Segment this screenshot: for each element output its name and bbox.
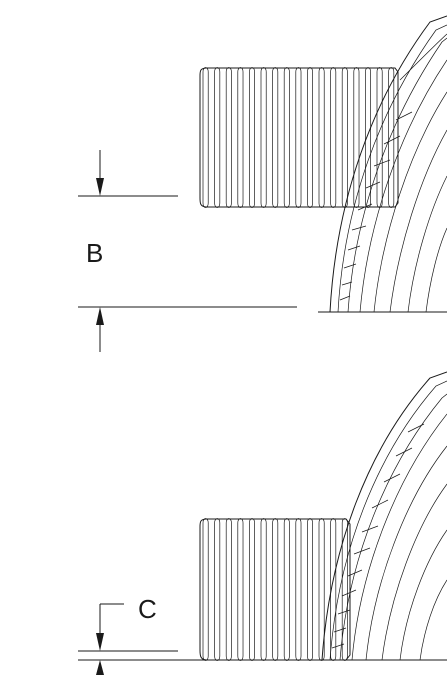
pipe-rib bbox=[214, 67, 221, 208]
pipe-rib bbox=[330, 67, 337, 208]
bottom-view: C bbox=[78, 371, 447, 675]
dimension-b-arrow-upper-head bbox=[96, 178, 104, 196]
dimension-b: B bbox=[78, 150, 297, 352]
chamber-dome-bottom bbox=[312, 371, 447, 661]
dimension-c-arrow-lower-head bbox=[96, 660, 104, 675]
pipe-rib bbox=[295, 67, 302, 208]
pipe-rib bbox=[202, 67, 209, 208]
pipe-rib bbox=[225, 67, 232, 208]
pipe-rib bbox=[388, 67, 395, 208]
pipe-rib bbox=[365, 67, 371, 208]
chamber-dome-top bbox=[318, 15, 447, 313]
corrugated-pipe-bottom bbox=[199, 518, 351, 661]
pipe-rib bbox=[307, 518, 313, 661]
pipe-rib bbox=[341, 67, 348, 208]
corrugated-pipe-top bbox=[199, 67, 399, 208]
pipe-rib bbox=[214, 518, 221, 661]
pipe-rib bbox=[272, 518, 279, 661]
pipe-rib bbox=[283, 518, 290, 661]
pipe-rib bbox=[330, 518, 337, 661]
dimension-b-arrow-lower-head bbox=[96, 307, 104, 325]
pipe-rib bbox=[225, 518, 232, 661]
pipe-rib bbox=[318, 67, 325, 208]
pipe-rib bbox=[295, 518, 302, 661]
pipe-rib bbox=[283, 67, 290, 208]
pipe-rib bbox=[341, 518, 348, 661]
pipe-rib bbox=[272, 67, 279, 208]
pipe-rib bbox=[249, 67, 255, 208]
pipe-rib bbox=[237, 67, 244, 208]
dimension-b-label: B bbox=[86, 238, 103, 268]
pipe-rib bbox=[376, 67, 383, 208]
dimension-c: C bbox=[78, 594, 312, 675]
top-view: B bbox=[78, 15, 447, 352]
dimension-c-arrow-upper-head bbox=[96, 633, 104, 651]
pipe-rib bbox=[260, 67, 267, 208]
pipe-rib bbox=[202, 518, 209, 661]
pipe-rib bbox=[353, 67, 360, 208]
dimension-c-label: C bbox=[138, 594, 157, 624]
pipe-rib bbox=[318, 518, 325, 661]
pipe-rib bbox=[249, 518, 255, 661]
pipe-rib bbox=[260, 518, 267, 661]
pipe-rib bbox=[237, 518, 244, 661]
pipe-rib bbox=[307, 67, 313, 208]
